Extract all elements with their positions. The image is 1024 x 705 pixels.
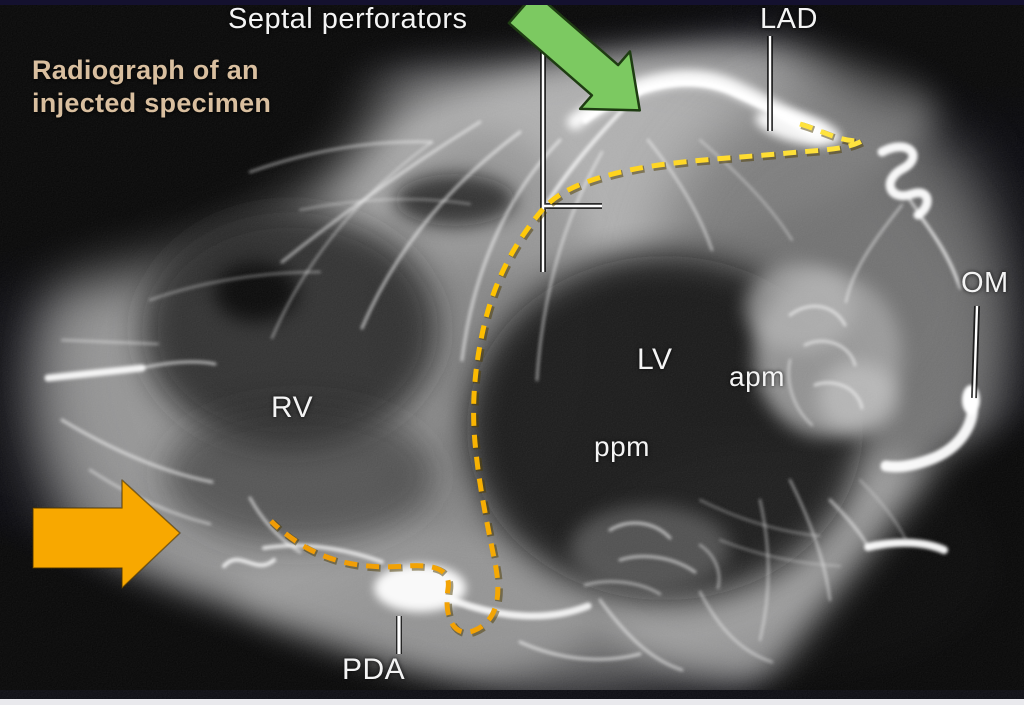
label-om: OM (961, 267, 1009, 299)
label-septal-perforators: Septal perforators (228, 3, 468, 35)
label-lad: LAD (760, 3, 818, 35)
leader-lines (396, 36, 980, 654)
green-arrow-icon (507, 0, 641, 112)
dashed-vessel-path (269, 121, 866, 638)
top-border-strip (0, 0, 1024, 5)
label-lv: LV (637, 343, 673, 376)
figure-caption: Radiograph of an injected specimen (32, 55, 272, 118)
label-apm: apm (729, 361, 785, 392)
label-rv: RV (271, 391, 314, 424)
om-leader-line (972, 305, 979, 399)
bottom-border-strip (0, 699, 1024, 705)
label-pda: PDA (342, 653, 406, 686)
label-ppm: ppm (594, 431, 650, 462)
orange-arrow-icon (32, 479, 181, 589)
